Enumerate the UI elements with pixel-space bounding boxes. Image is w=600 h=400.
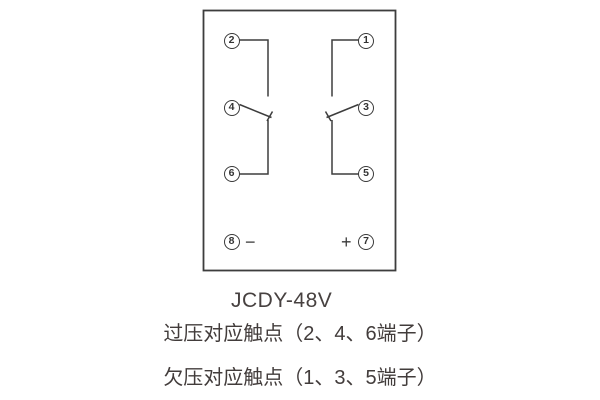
undervoltage-caption: 欠压对应触点（1、3、5端子）	[163, 367, 437, 389]
terminal-2: 2	[223, 32, 240, 49]
contact-left	[239, 39, 274, 175]
model-label: JCDY-48V	[231, 289, 333, 312]
plus-sign: +	[341, 232, 352, 252]
left-contact-tick	[266, 111, 274, 122]
right-contact-arm	[326, 103, 359, 119]
terminal-4: 4	[223, 99, 240, 116]
left-lower-wire	[239, 120, 269, 175]
left-upper-wire	[239, 39, 269, 97]
left-contact-arm	[239, 103, 272, 119]
terminal-1: 1	[358, 32, 374, 49]
terminal-7: 7	[358, 234, 374, 250]
right-upper-wire	[331, 39, 359, 97]
terminal-5: 5	[358, 166, 374, 182]
relay-outline	[202, 9, 397, 272]
contact-right	[324, 39, 359, 175]
right-contact-tick	[324, 111, 332, 122]
terminal-3: 3	[358, 99, 374, 116]
terminal-8: 8	[223, 234, 240, 250]
right-lower-wire	[331, 120, 359, 175]
minus-sign: −	[245, 232, 256, 252]
overvoltage-caption: 过压对应触点（2、4、6端子）	[163, 323, 437, 345]
terminal-6: 6	[223, 166, 240, 182]
